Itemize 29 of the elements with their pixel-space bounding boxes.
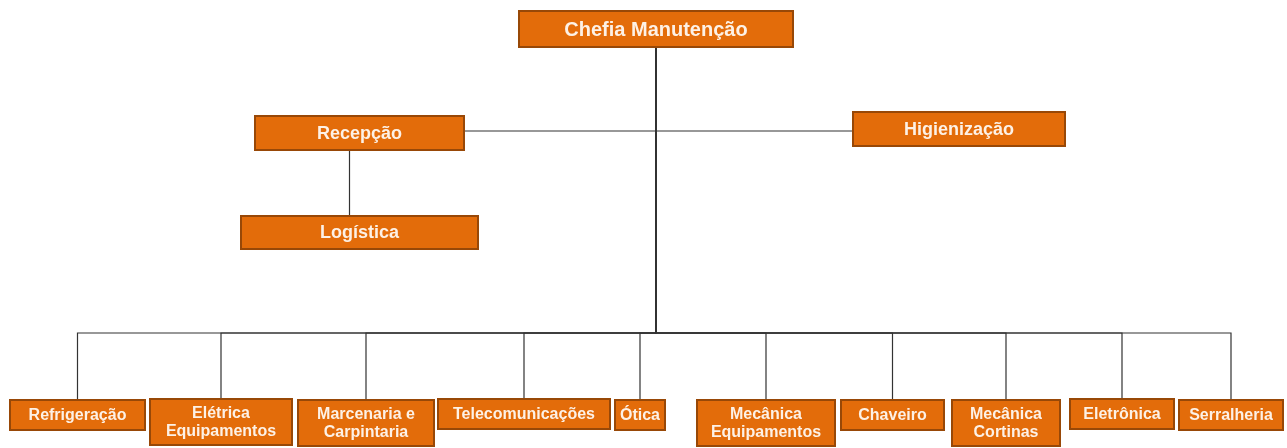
box-label: Chefia Manutenção (564, 17, 748, 41)
box-label: Marcenaria e Carpintaria (316, 404, 416, 442)
org-box (240, 215, 479, 250)
box-label: Logística (320, 222, 399, 243)
box-label: Serralheria (1189, 405, 1273, 425)
org-box (1178, 399, 1284, 431)
box-label: Ótica (620, 405, 660, 425)
box-label: Mecânica Cortinas (968, 404, 1043, 442)
org-box (696, 399, 836, 447)
org-box (1069, 398, 1175, 430)
box-label: Eletrônica (1083, 404, 1161, 424)
org-box (297, 399, 435, 447)
box-label: Telecomunicações (453, 404, 595, 424)
org-box (9, 399, 146, 431)
org-box (149, 398, 293, 446)
connector-line (348, 150, 351, 216)
org-box (518, 10, 794, 48)
org-box (852, 111, 1066, 147)
box-label: Chaveiro (858, 405, 927, 425)
box-label: Refrigeração (28, 405, 127, 425)
org-box (254, 115, 465, 151)
box-label: Higienização (904, 118, 1014, 140)
org-box (614, 399, 666, 431)
org-box (840, 399, 945, 431)
box-label: Recepção (316, 122, 402, 144)
org-box (437, 398, 611, 430)
box-label: Elétrica Equipamentos (164, 403, 278, 441)
org-box (951, 399, 1061, 447)
box-label: Mecânica Equipamentos (709, 404, 823, 442)
